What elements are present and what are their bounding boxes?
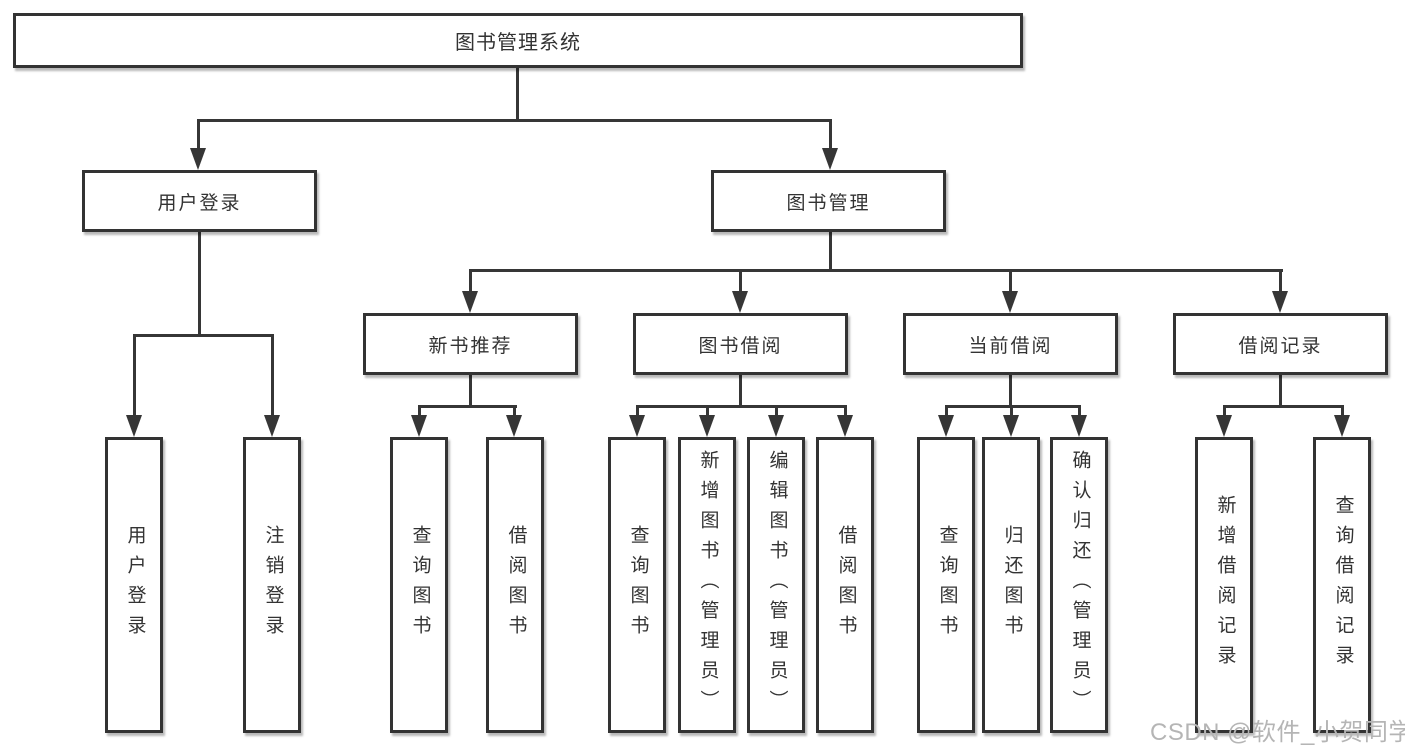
node-label: 图书借阅	[698, 335, 783, 357]
node-label: 查询借阅记录	[1332, 495, 1354, 675]
node-root: 图书管理系统	[13, 13, 1023, 68]
connector-line	[1223, 407, 1226, 417]
arrowhead-icon	[1003, 415, 1019, 437]
leaf-query-borrow-record: 查询借阅记录	[1313, 437, 1371, 733]
arrowhead-icon	[629, 415, 645, 437]
connector-line	[418, 407, 421, 417]
node-label: 借阅记录	[1238, 335, 1323, 357]
connector-line	[945, 407, 948, 417]
node-label: 编辑图书（管理员）	[766, 450, 788, 720]
connector-line	[133, 336, 136, 416]
connector-line	[1341, 407, 1344, 417]
node-user-login: 用户登录	[82, 170, 317, 232]
node-label: 图书管理	[786, 192, 871, 214]
node-label: 查询图书	[627, 525, 649, 645]
node-label: 用户登录	[124, 525, 146, 645]
arrowhead-icon	[822, 148, 838, 170]
node-label: 图书管理系统	[455, 32, 581, 54]
connector-line	[739, 375, 742, 407]
node-label: 用户登录	[157, 192, 242, 214]
connector-line	[945, 405, 1081, 408]
connector-line	[1078, 407, 1081, 417]
connector-line	[829, 121, 832, 149]
connector-line	[636, 407, 639, 417]
node-label: 借阅图书	[835, 525, 857, 645]
connector-line	[418, 405, 517, 408]
connector-line	[829, 232, 832, 271]
leaf-return-book: 归还图书	[982, 437, 1040, 733]
arrowhead-icon	[732, 291, 748, 313]
connector-line	[1009, 271, 1012, 291]
arrowhead-icon	[126, 415, 142, 437]
leaf-query-book: 查询图书	[608, 437, 666, 733]
connector-line	[739, 271, 742, 291]
leaf-query-book: 查询图书	[917, 437, 975, 733]
connector-line	[133, 334, 274, 337]
arrowhead-icon	[699, 415, 715, 437]
connector-line	[1010, 407, 1013, 417]
arrowhead-icon	[190, 148, 206, 170]
leaf-confirm-return-admin: 确认归还（管理员）	[1050, 437, 1108, 733]
connector-line	[197, 119, 832, 122]
leaf-user-login: 用户登录	[105, 437, 163, 733]
connector-line	[844, 407, 847, 417]
node-label: 新增图书（管理员）	[697, 450, 719, 720]
connector-line	[469, 375, 472, 407]
leaf-query-book: 查询图书	[390, 437, 448, 733]
connector-line	[197, 121, 200, 149]
leaf-logout: 注销登录	[243, 437, 301, 733]
arrowhead-icon	[462, 291, 478, 313]
arrowhead-icon	[1071, 415, 1087, 437]
connector-line	[1279, 271, 1282, 291]
arrowhead-icon	[1272, 291, 1288, 313]
node-label: 确认归还（管理员）	[1069, 450, 1091, 720]
node-label: 查询图书	[936, 525, 958, 645]
arrowhead-icon	[837, 415, 853, 437]
arrowhead-icon	[1216, 415, 1232, 437]
node-new-book-recommend: 新书推荐	[363, 313, 578, 375]
connector-line	[706, 407, 709, 417]
connector-line	[513, 407, 516, 417]
connector-line	[469, 269, 1283, 272]
node-label: 查询图书	[409, 525, 431, 645]
leaf-edit-book-admin: 编辑图书（管理员）	[747, 437, 805, 733]
connector-line	[469, 271, 472, 291]
node-book-management: 图书管理	[711, 170, 946, 232]
node-label: 注销登录	[262, 525, 284, 645]
node-label: 当前借阅	[968, 335, 1053, 357]
connector-line	[636, 405, 847, 408]
node-book-borrow: 图书借阅	[633, 313, 848, 375]
arrowhead-icon	[264, 415, 280, 437]
node-label: 新书推荐	[428, 335, 513, 357]
arrowhead-icon	[1002, 291, 1018, 313]
arrowhead-icon	[1334, 415, 1350, 437]
connector-line	[198, 232, 201, 336]
connector-line	[271, 336, 274, 416]
connector-line	[1279, 375, 1282, 407]
arrowhead-icon	[768, 415, 784, 437]
node-current-borrow: 当前借阅	[903, 313, 1118, 375]
connector-line	[1009, 375, 1012, 407]
node-borrow-record: 借阅记录	[1173, 313, 1388, 375]
node-label: 归还图书	[1001, 525, 1023, 645]
arrowhead-icon	[506, 415, 522, 437]
csdn-watermark: CSDN @软件_小贺同学	[1150, 719, 1405, 746]
leaf-borrow-book: 借阅图书	[816, 437, 874, 733]
leaf-add-book-admin: 新增图书（管理员）	[678, 437, 736, 733]
leaf-borrow-book: 借阅图书	[486, 437, 544, 733]
leaf-add-borrow-record: 新增借阅记录	[1195, 437, 1253, 733]
arrowhead-icon	[938, 415, 954, 437]
arrowhead-icon	[411, 415, 427, 437]
node-label: 借阅图书	[505, 525, 527, 645]
connector-line	[775, 407, 778, 417]
connector-line	[516, 68, 519, 120]
connector-line	[1223, 405, 1344, 408]
node-label: 新增借阅记录	[1214, 495, 1236, 675]
